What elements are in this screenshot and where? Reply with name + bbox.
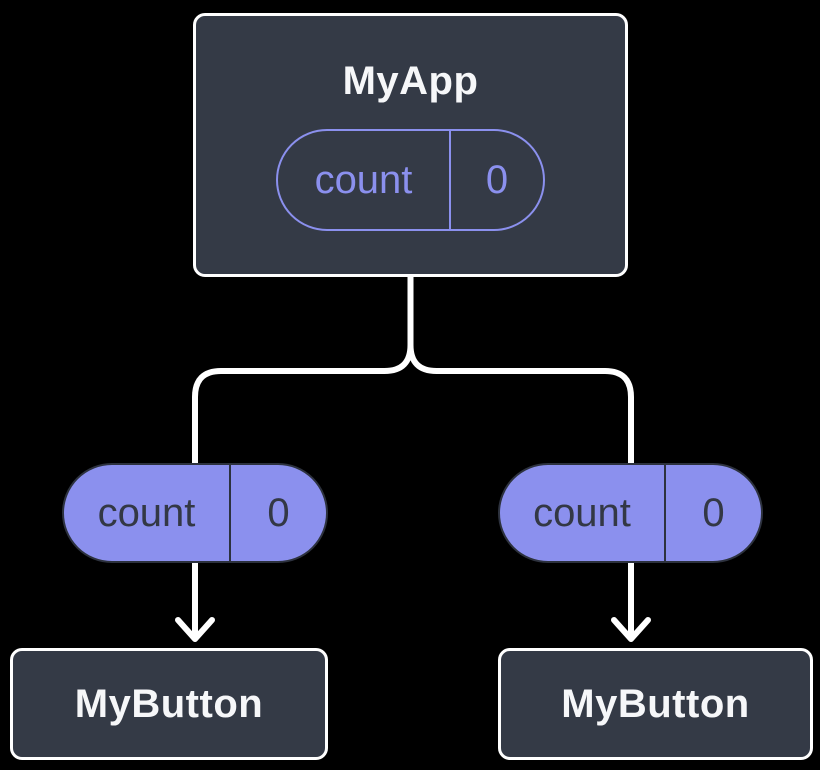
connector-root-to-right-child: [407, 274, 634, 639]
connector-root-to-left-child: [192, 274, 414, 639]
left-child-component-box: MyButton: [10, 648, 328, 760]
root-component-title: MyApp: [342, 59, 479, 103]
right-child-component-title: MyButton: [561, 682, 750, 726]
arrowhead-right-icon: [611, 617, 651, 642]
state-name-label: count: [314, 158, 413, 202]
right-prop-pill: count 0: [498, 463, 763, 563]
prop-name-label: count: [97, 491, 196, 535]
left-prop-pill: count 0: [62, 463, 328, 563]
left-child-component-title: MyButton: [74, 682, 264, 726]
arrowhead-left-icon: [175, 617, 215, 642]
state-value: 0: [449, 131, 543, 229]
root-component-box: MyApp count 0: [193, 13, 628, 277]
prop-value: 0: [229, 465, 326, 561]
prop-value: 0: [664, 465, 761, 561]
prop-name-label: count: [533, 491, 631, 535]
right-child-component-box: MyButton: [498, 648, 813, 760]
root-state-pill: count 0: [276, 129, 545, 231]
